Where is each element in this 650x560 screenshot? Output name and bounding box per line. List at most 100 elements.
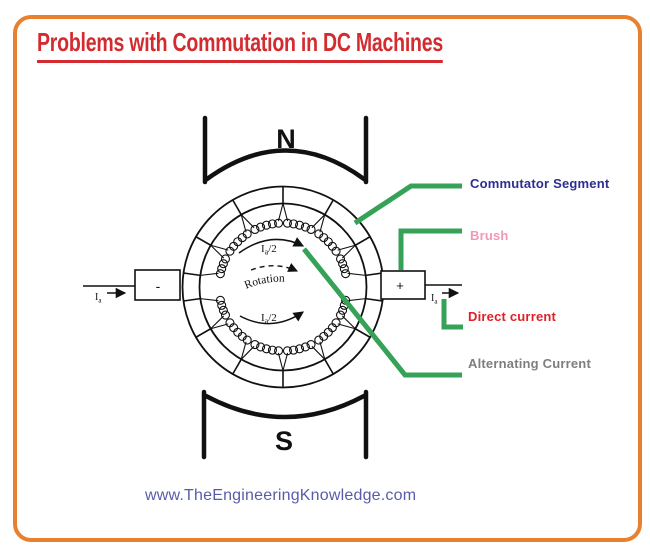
negative-brush	[134, 269, 181, 301]
commutator-segment-divider	[365, 272, 383, 277]
south-pole-label: S	[275, 426, 293, 456]
coil-lead	[240, 345, 255, 360]
coil-lead	[311, 345, 326, 360]
coil-loop	[300, 342, 310, 352]
coil-lead	[311, 214, 326, 229]
north-pole-face-arc	[204, 148, 367, 182]
content-border	[13, 15, 642, 542]
alternating-current-leader-line	[302, 247, 462, 378]
upper-current-label: Ia/2	[261, 243, 277, 257]
coil-loop	[256, 342, 266, 352]
positive-brush-assembly: + Ia	[380, 270, 462, 306]
coil-loop	[306, 339, 316, 350]
coil-loop	[261, 344, 271, 354]
armature-current-label-left: Ia	[95, 292, 102, 305]
coil-loop	[217, 300, 227, 310]
label-direct-current: Direct current	[468, 309, 557, 324]
south-pole: S	[201, 389, 369, 460]
commutator-outer-circle	[181, 185, 385, 389]
commutator-segment-divider	[183, 272, 201, 277]
coil-loop	[225, 246, 235, 256]
coil-loop	[339, 264, 349, 274]
commutator-segment-divider	[183, 297, 201, 302]
commutator-segment-divider	[354, 328, 371, 338]
coil-loop	[267, 219, 277, 229]
north-pole-label: N	[276, 124, 296, 154]
coil-loop	[220, 310, 231, 320]
coil-loop	[273, 218, 284, 228]
coil-loop	[289, 345, 299, 355]
commutator-segment-leader-line	[353, 183, 462, 226]
coil-lead	[341, 315, 356, 330]
coil-lead	[210, 244, 225, 259]
coil-loop	[300, 222, 310, 232]
commutator-segment-divider	[232, 358, 242, 375]
coil-lead	[282, 352, 289, 371]
north-pole: N	[202, 115, 369, 185]
coil-loop	[306, 224, 316, 235]
coil-loop	[250, 224, 260, 235]
coil-lead	[210, 315, 225, 330]
coil-loop	[217, 264, 227, 274]
coil-loop	[261, 220, 271, 230]
brush-leader-line	[398, 228, 462, 270]
coil-lead	[319, 341, 326, 360]
coil-lead	[347, 298, 366, 302]
coil-loop	[256, 222, 266, 232]
lower-current-path-arrow	[239, 311, 304, 325]
coil-loop	[242, 335, 252, 345]
label-commutator-segment: Commutator Segment	[470, 176, 610, 191]
coil-loop	[218, 259, 228, 269]
coil-loop	[341, 269, 351, 279]
coil-loop	[218, 305, 228, 315]
commutator-segment-divider	[195, 236, 212, 246]
label-alternating-current: Alternating Current	[468, 356, 591, 371]
rotation-direction-arrow	[250, 262, 299, 272]
commutator-segment-divider	[354, 236, 371, 246]
callout-leader-lines	[302, 183, 463, 378]
coil-loop	[250, 339, 260, 350]
coil-lead	[277, 352, 284, 371]
lower-current-label: Ia/2	[261, 312, 277, 326]
coil-loop	[335, 310, 346, 320]
coil-loop	[215, 269, 225, 279]
coil-loop	[338, 259, 348, 269]
coil-lead	[277, 203, 284, 222]
commutator-segment-divider	[365, 297, 383, 302]
coil-loop	[215, 295, 225, 305]
website-url: www.TheEngineeringKnowledge.com	[145, 487, 417, 504]
coil-lead	[347, 272, 366, 276]
positive-brush-sign: +	[396, 278, 404, 293]
coil-lead	[341, 244, 356, 259]
armature-current-label-right: Ia	[431, 293, 438, 306]
commutator-ring	[181, 185, 385, 389]
coil-loop	[295, 344, 305, 354]
negative-brush-assembly: - Ia	[83, 269, 181, 305]
coil-loop	[282, 218, 293, 228]
coil-loop	[338, 305, 348, 315]
commutator-segment-divider	[324, 199, 334, 216]
coil-lead	[200, 298, 219, 302]
coil-loop	[220, 254, 231, 264]
coil-lead	[200, 272, 219, 276]
direct-current-leader-line	[441, 299, 463, 330]
coil-lead	[282, 203, 289, 222]
coil-lead	[337, 323, 356, 330]
coil-loop	[267, 345, 277, 355]
coil-loop	[289, 219, 299, 229]
coil-lead	[210, 244, 229, 251]
segments-and-coils	[183, 186, 383, 388]
negative-brush-sign: -	[156, 278, 161, 294]
south-pole-face-arc	[203, 393, 367, 420]
commutator-segment-divider	[232, 199, 242, 216]
coil-loop	[282, 346, 293, 356]
coil-loop	[314, 229, 324, 239]
upper-current-path-arrow	[238, 237, 305, 254]
commutator-segment-divider	[195, 328, 212, 338]
positive-brush	[380, 270, 426, 300]
coil-loop	[335, 254, 346, 264]
coil-lead	[319, 214, 326, 233]
coil-lead	[240, 214, 255, 229]
